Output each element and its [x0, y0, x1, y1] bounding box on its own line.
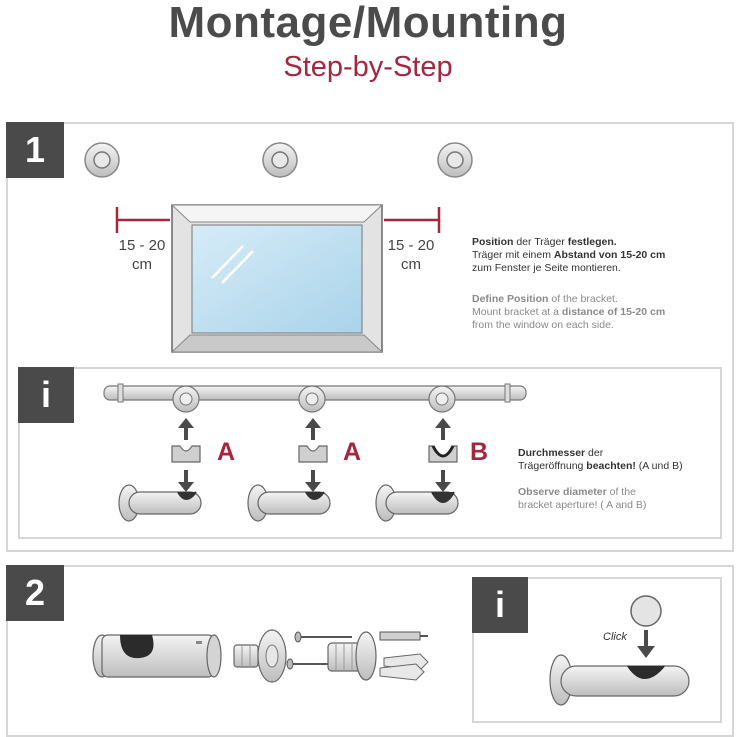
wall-rosette-icon	[257, 629, 287, 683]
down-arrow-icon	[435, 470, 451, 492]
info1-note-en: Observe diameter of the bracket aperture…	[518, 486, 647, 511]
bracket-icon	[549, 654, 690, 706]
window-icon	[170, 204, 384, 353]
wall-plug-icon	[84, 142, 120, 178]
dimension-marker-right	[384, 207, 441, 233]
right-distance-label: 15 - 20 cm	[387, 237, 435, 273]
down-arrow-icon	[637, 630, 655, 658]
aperture-insert-a-icon	[171, 445, 201, 463]
down-arrow-icon	[305, 470, 321, 492]
page-subtitle: Step-by-Step	[283, 51, 453, 83]
wall-anchor-icon	[379, 663, 425, 681]
info2-badge: i	[472, 577, 528, 633]
click-label: Click	[603, 631, 627, 643]
screw-icon	[294, 631, 352, 643]
up-arrow-icon	[435, 418, 451, 440]
end-cap-ball-icon	[630, 595, 662, 627]
ring-holder-icon	[298, 385, 326, 413]
down-arrow-icon	[178, 470, 194, 492]
ring-holder-icon	[428, 385, 456, 413]
ring-holder-icon	[172, 385, 200, 413]
left-distance-label: 15 - 20 cm	[118, 237, 166, 273]
info1-badge: i	[18, 367, 74, 423]
dimension-marker-left	[115, 207, 170, 233]
bracket-icon	[375, 484, 459, 522]
bracket-icon	[247, 484, 331, 522]
bracket-icon	[118, 484, 202, 522]
aperture-label-b: B	[470, 438, 489, 466]
wall-plug-icon	[437, 142, 473, 178]
screw-icon	[379, 631, 428, 641]
step2-number-badge: 2	[6, 565, 64, 621]
aperture-insert-a-icon	[298, 445, 328, 463]
step1-note-de: Position der Träger festlegen. Träger mi…	[472, 236, 666, 274]
aperture-label-a: A	[343, 438, 362, 466]
up-arrow-icon	[305, 418, 321, 440]
up-arrow-icon	[178, 418, 194, 440]
aperture-insert-b-icon	[428, 445, 458, 463]
page-title: Montage/Mounting	[168, 0, 568, 47]
mounting-plate-icon	[355, 631, 377, 681]
step1-number-badge: 1	[6, 122, 64, 178]
aperture-label-a: A	[217, 438, 236, 466]
step1-note-en: Define Position of the bracket. Mount br…	[472, 293, 666, 331]
info1-note-de: Durchmesser der Trägeröffnung beachten! …	[518, 447, 683, 472]
bracket-body-icon	[92, 634, 222, 678]
wall-plug-icon	[262, 142, 298, 178]
